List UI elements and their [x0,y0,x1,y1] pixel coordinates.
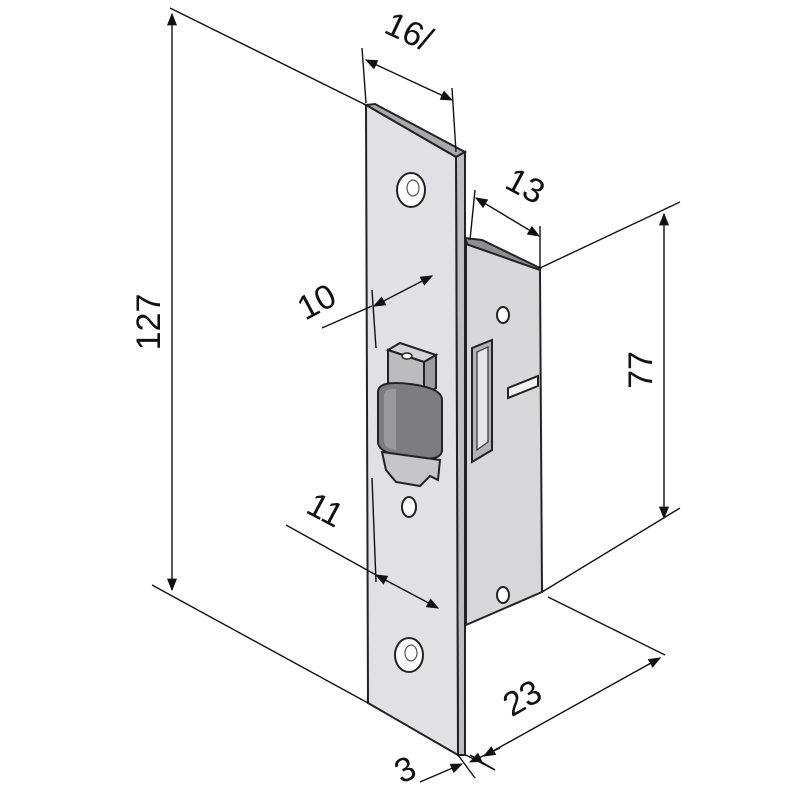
latch-head-side [423,353,437,397]
faceplate-hole-middle [401,496,417,518]
faceplate-hole-top-inner [406,179,420,197]
case-side-slot [507,374,539,400]
faceplate-hole-bottom [394,637,424,673]
label-3: 3 [389,749,422,791]
dim-line-11 [374,574,440,609]
label-77: 77 [622,351,660,389]
label-11: 11 [301,485,350,535]
case-latch-slot-inner [476,346,489,452]
label-127: 127 [130,294,168,351]
case-screw-top [496,306,510,324]
label-10: 10 [291,277,342,328]
dim-line-23 [482,657,662,757]
latch-pin [401,352,413,360]
label-16: 16/ [379,5,438,60]
latch-base [380,450,442,488]
dim-line-3-left [419,763,464,783]
roller-latch [377,341,443,488]
label-23: 23 [497,673,549,725]
dim-line-13 [474,197,541,237]
dim-line-10 [372,275,434,307]
label-13: 13 [500,161,551,212]
dim-line-16 [364,59,454,101]
lock-case [463,236,544,627]
faceplate-hole-top [396,172,426,208]
latch-roller-highlight [384,388,396,450]
faceplate-hole-bottom-inner [404,644,418,662]
case-screw-bottom [496,586,510,604]
dimension-lines [151,7,681,783]
dim-line-3-right [468,747,501,763]
